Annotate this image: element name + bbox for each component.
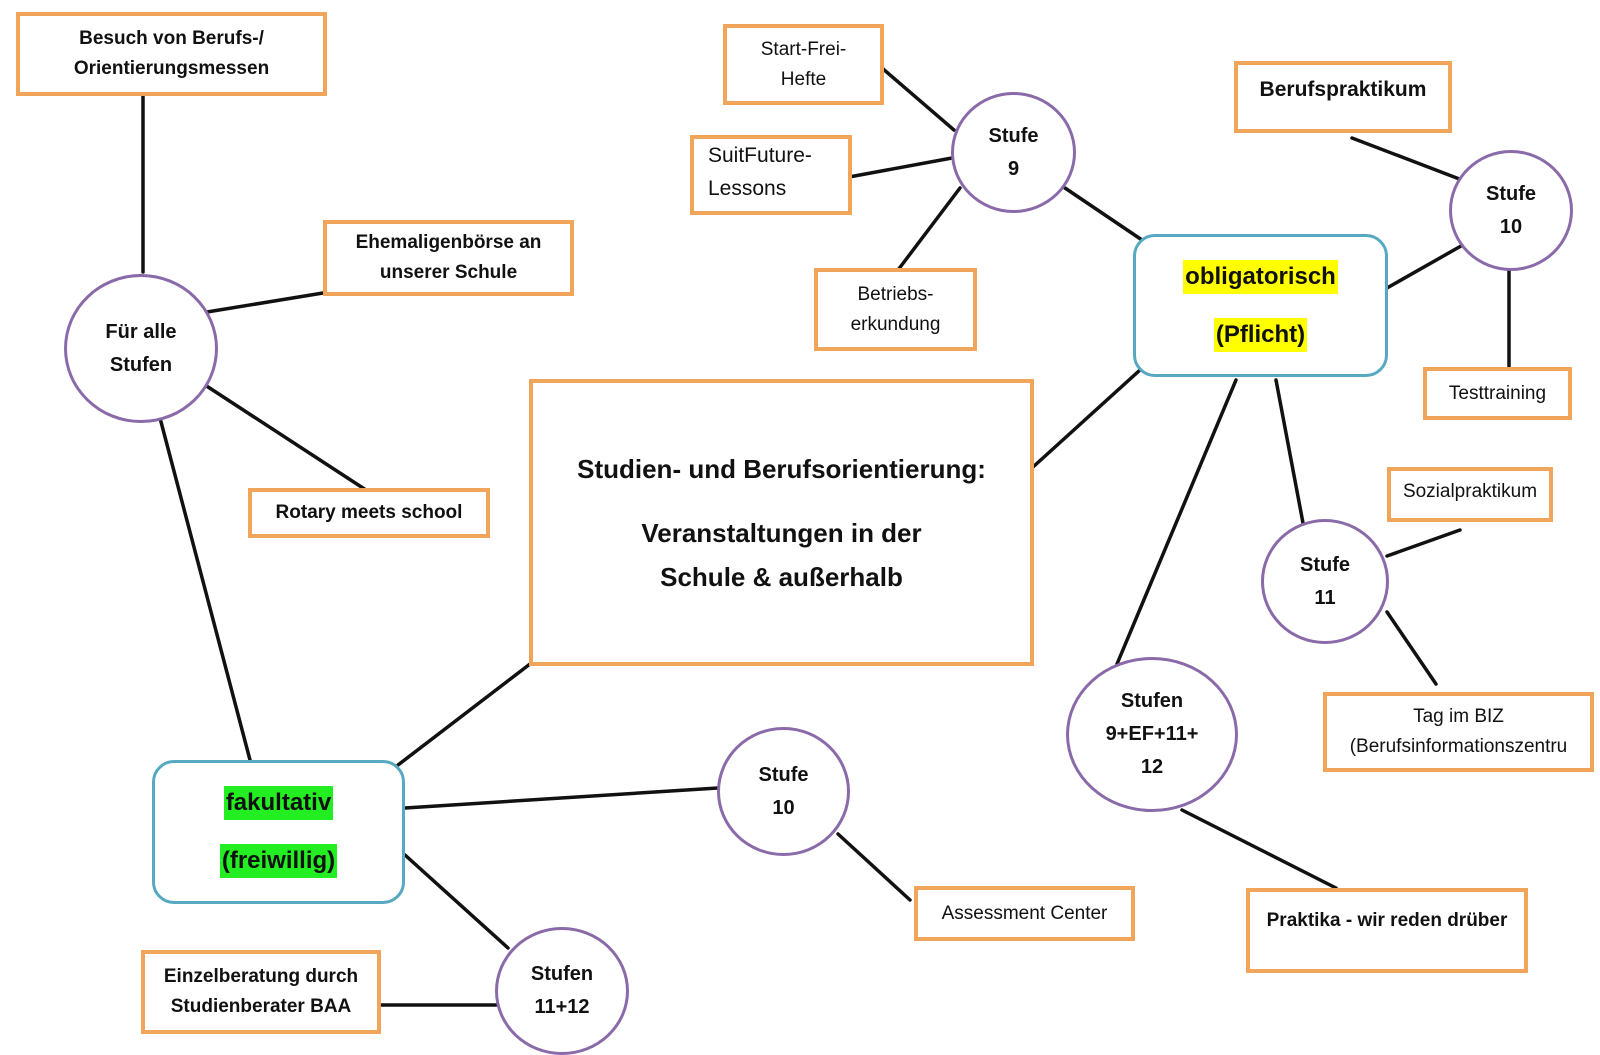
box-biz-line-2: (Berufsinformationszentru — [1349, 736, 1568, 757]
circle-stufe-11-line-1: Stufe — [1300, 553, 1350, 576]
circle-stufen-11-12: Stufen 11+12 — [495, 927, 629, 1055]
circle-stufe-10-mandatory-line-2: 10 — [1499, 215, 1523, 238]
box-start-frei-hefte: Start-Frei- Hefte — [723, 24, 884, 105]
hub-optional: fakultativ (freiwillig) — [152, 760, 405, 904]
circle-stufe-9-line-1: Stufe — [988, 124, 1039, 147]
connector-stufe11-sozialpraktikum — [1385, 528, 1462, 558]
connector-optional-stufen11-12 — [403, 853, 510, 950]
connector-stufe10-assessment — [836, 832, 912, 902]
box-praktika: Praktika - wir reden drüber — [1246, 888, 1528, 973]
circle-stufe-10-optional-line-1: Stufe — [758, 763, 809, 786]
connector-stufe11-biz — [1385, 610, 1438, 686]
box-suitfuture-lessons: SuitFuture- Lessons — [690, 135, 852, 215]
center-topic-box: Studien- und Berufsorientierung: Veranst… — [529, 379, 1034, 666]
connector-berufspraktikum-stufe10 — [1350, 136, 1464, 182]
center-title: Studien- und Berufsorientierung: — [577, 453, 986, 484]
circle-stufen-11-12-line-1: Stufen — [530, 963, 594, 985]
hub-mandatory: obligatorisch (Pflicht) — [1133, 234, 1388, 377]
box-tag-im-biz: Tag im BIZ (Berufsinformationszentru — [1323, 692, 1594, 772]
box-alumni-line-1: Ehemaligenbörse an — [355, 232, 542, 253]
box-rotary-label: Rotary meets school — [275, 502, 463, 523]
box-betriebserkundung: Betriebs- erkundung — [814, 268, 977, 351]
center-subtitle-line-1: Veranstaltungen in der — [641, 517, 922, 548]
circle-stufe-9-line-2: 9 — [1007, 157, 1020, 180]
circle-stufe-11: Stufe 11 — [1261, 519, 1389, 644]
box-sozialpraktikum: Sozialpraktikum — [1387, 467, 1553, 522]
circle-stufen-9-12-line-3: 12 — [1140, 756, 1164, 778]
connector-stufe9-mandatory — [1063, 186, 1144, 242]
box-sozialpraktikum-label: Sozialpraktikum — [1402, 481, 1538, 502]
box-einzelberatung: Einzelberatung durch Studienberater BAA — [141, 950, 381, 1034]
circle-stufe-11-line-2: 11 — [1314, 586, 1336, 609]
box-rotary: Rotary meets school — [248, 488, 490, 538]
connector-mandatory-stufe10 — [1385, 244, 1463, 290]
box-alumni-line-2: unserer Schule — [379, 262, 518, 283]
connector-suitfuture-stufe9 — [847, 156, 954, 179]
connector-all-levels-alumni — [205, 291, 325, 314]
box-start-frei-line-1: Start-Frei- — [760, 38, 847, 60]
connector-mandatory-stufe11 — [1274, 378, 1305, 525]
box-betriebs-line-2: erkundung — [850, 313, 941, 335]
box-berufspraktikum: Berufspraktikum — [1234, 61, 1452, 133]
circle-stufen-9-ef-11-12: Stufen 9+EF+11+ 12 — [1066, 657, 1238, 812]
hub-optional-sublabel: (freiwillig) — [219, 844, 338, 878]
box-start-frei-line-2: Hefte — [780, 68, 827, 90]
box-berufspraktikum-label: Berufspraktikum — [1259, 78, 1427, 101]
circle-all-levels: Für alle Stufen — [64, 274, 218, 423]
connector-mandatory-stufen-9-12 — [1115, 378, 1238, 666]
box-betriebs-line-1: Betriebs- — [857, 283, 934, 305]
box-einzelberatung-line-2: Studienberater BAA — [170, 996, 352, 1017]
center-subtitle-line-2: Schule & außerhalb — [660, 561, 903, 592]
box-assessment-center: Assessment Center — [914, 886, 1135, 941]
circle-all-levels-line-2: Stufen — [109, 353, 173, 376]
circle-stufen-9-12-line-2: 9+EF+11+ — [1105, 723, 1199, 745]
box-testtraining-label: Testtraining — [1448, 382, 1547, 404]
box-einzelberatung-line-1: Einzelberatung durch — [163, 966, 359, 987]
connector-all-levels-optional — [158, 416, 252, 762]
circle-stufe-9: Stufe 9 — [951, 92, 1076, 213]
connector-optional-stufe10 — [403, 786, 720, 810]
box-suitfuture-line-1: SuitFuture- — [708, 144, 812, 167]
box-career-fairs: Besuch von Berufs-/ Orientierungsmessen — [16, 12, 327, 96]
box-alumni-exchange: Ehemaligenbörse an unserer Schule — [323, 220, 574, 296]
connector-center-mandatory — [1031, 368, 1142, 469]
connector-start-frei-stufe9 — [880, 66, 956, 132]
box-assessment-label: Assessment Center — [941, 902, 1108, 924]
box-suitfuture-line-2: Lessons — [708, 177, 787, 200]
connector-all-levels-rotary — [203, 383, 368, 492]
hub-optional-label: fakultativ — [223, 786, 334, 820]
connector-betriebs-stufe9 — [896, 186, 962, 272]
box-career-fairs-line-1: Besuch von Berufs-/ — [79, 28, 264, 49]
hub-mandatory-sublabel: (Pflicht) — [1213, 317, 1308, 352]
circle-all-levels-line-1: Für alle — [105, 320, 177, 343]
box-testtraining: Testtraining — [1423, 367, 1572, 420]
circle-stufen-9-12-line-1: Stufen — [1120, 690, 1184, 712]
box-career-fairs-line-2: Orientierungsmessen — [73, 58, 270, 79]
circle-stufe-10-mandatory: Stufe 10 — [1449, 150, 1573, 271]
box-praktika-label: Praktika - wir reden drüber — [1266, 910, 1508, 931]
hub-mandatory-label: obligatorisch — [1183, 259, 1338, 294]
connector-stufen-9-12-praktika — [1180, 808, 1338, 890]
box-biz-line-1: Tag im BIZ — [1413, 706, 1504, 727]
circle-stufe-10-mandatory-line-1: Stufe — [1486, 182, 1536, 205]
circle-stufe-10-optional-line-2: 10 — [772, 796, 795, 819]
circle-stufe-10-optional: Stufe 10 — [717, 727, 850, 856]
circle-stufen-11-12-line-2: 11+12 — [534, 996, 590, 1018]
connector-optional-center — [396, 662, 532, 767]
